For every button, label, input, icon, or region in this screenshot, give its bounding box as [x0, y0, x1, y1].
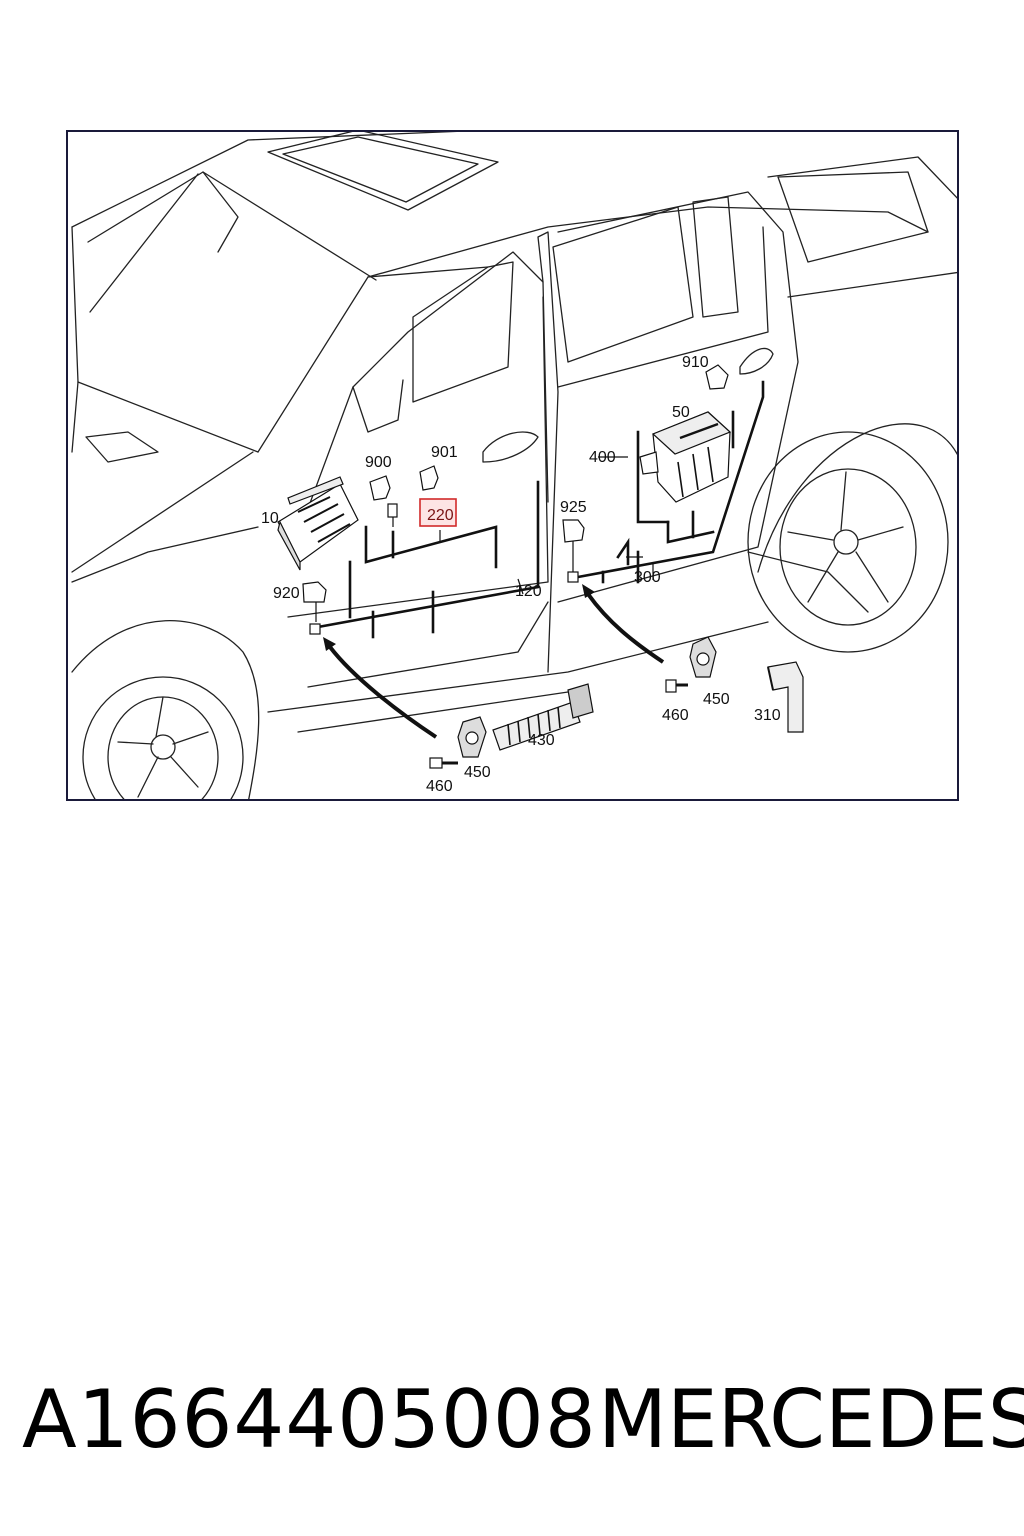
part-925	[562, 519, 585, 543]
leader-lines	[315, 456, 654, 622]
callout-310: 310	[754, 707, 781, 724]
connector-310	[767, 661, 804, 733]
callout-430: 430	[528, 732, 555, 749]
parts-diagram: 10 50 120 220 300 310 400 430 450 450 46…	[66, 130, 959, 801]
callout-900: 900	[365, 454, 392, 471]
front-wheel	[71, 620, 260, 799]
bottom-parts	[429, 636, 804, 769]
grommet-450-rear	[689, 636, 717, 678]
callout-901: 901	[431, 444, 458, 461]
connector-parts	[302, 364, 729, 603]
cable-sleeve-430	[492, 683, 594, 751]
arrows	[328, 592, 665, 739]
callout-450-rear: 450	[703, 691, 730, 708]
diagram-svg: 10 50 120 220 300 310 400 430 450 450 46…	[71, 132, 957, 799]
callout-labels: 10 50 120 220 300 310 400 430 450 450 46…	[261, 354, 781, 795]
car-body-outline	[71, 132, 957, 733]
part-number: A1664405008	[22, 1373, 597, 1466]
part-910	[705, 364, 729, 390]
part-901	[419, 465, 439, 491]
callout-460-rear: 460	[662, 707, 689, 724]
callout-120: 120	[515, 583, 542, 600]
callout-300: 300	[634, 569, 661, 586]
callout-910: 910	[682, 354, 709, 371]
callout-400: 400	[589, 449, 616, 466]
part-900	[369, 475, 391, 501]
callout-460-front: 460	[426, 778, 453, 795]
callout-920: 920	[273, 585, 300, 602]
part-920	[302, 581, 327, 603]
callout-10: 10	[261, 510, 279, 527]
brand-name: MERCEDES	[598, 1373, 1024, 1466]
wiring-harness	[316, 380, 765, 639]
control-unit-10	[277, 476, 359, 571]
callout-220: 220	[427, 507, 454, 524]
callout-925: 925	[560, 499, 587, 516]
control-unit-400	[639, 411, 732, 503]
rear-wheel	[747, 423, 957, 653]
footer: A1664405008 MERCEDES	[0, 1375, 1024, 1465]
callout-50: 50	[672, 404, 690, 421]
grommet-450-front	[457, 716, 487, 758]
bolt-460-rear	[665, 679, 688, 693]
highlight-box-220	[419, 498, 457, 527]
connectors	[309, 503, 579, 635]
bolt-460-front	[429, 757, 458, 769]
callout-450-front: 450	[464, 764, 491, 781]
